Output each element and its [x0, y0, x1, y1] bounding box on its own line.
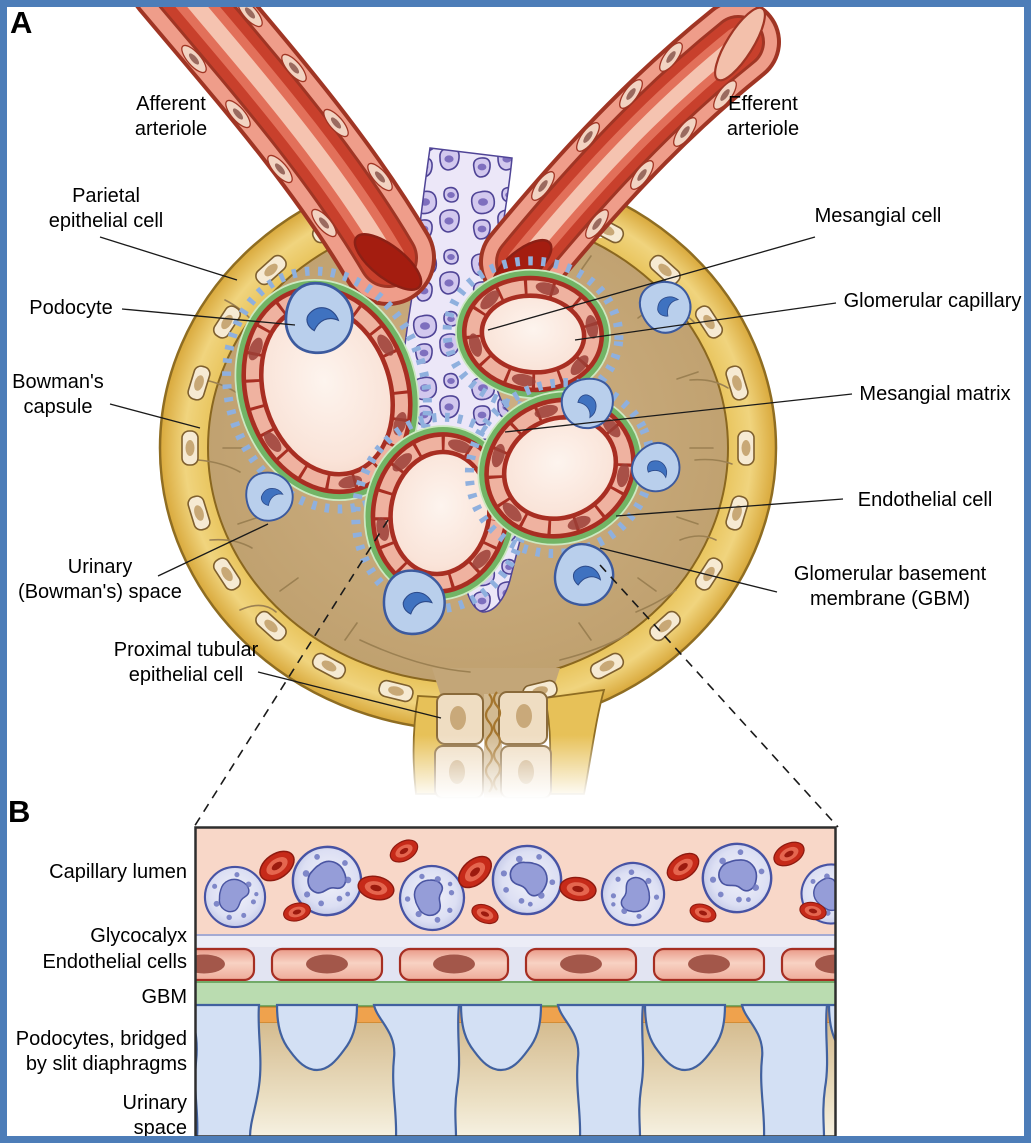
- podocyte-cell: [284, 281, 354, 355]
- leader-bowmans-capsule: [109, 403, 201, 429]
- gbm-band: [196, 981, 835, 1007]
- efferent-arteriole-illustration: [479, 0, 781, 305]
- label-capillary-lumen: Capillary lumen: [49, 861, 187, 883]
- label-parietal-epithelial-cell: Parietal epithelial cell: [48, 185, 164, 233]
- leader-podocyte: [121, 308, 296, 326]
- leader-endothelial-cell: [615, 498, 844, 517]
- label-endothelial-cells: Endothelial cells: [42, 951, 187, 973]
- leader-proximal-tubule: [257, 671, 442, 719]
- magnification-dashed-line-right: [599, 564, 839, 828]
- label-glycocalyx: Glycocalyx: [90, 925, 187, 947]
- label-afferent-arteriole: Afferent arteriole: [134, 93, 208, 141]
- panel-b-letter: B: [8, 794, 31, 829]
- leader-urinary-space: [157, 523, 269, 577]
- label-mesangial-cell: Mesangial cell: [814, 205, 942, 227]
- label-efferent-arteriole: Efferent arteriole: [726, 93, 800, 141]
- panel-a-letter: A: [10, 5, 33, 40]
- leader-glomerular-capillary: [574, 302, 837, 341]
- label-proximal-tubular-epithelial-cell: Proximal tubular epithelial cell: [113, 639, 259, 687]
- glycocalyx-band: [196, 934, 835, 947]
- filtration-barrier-cross-section: [194, 826, 837, 1138]
- label-podocyte: Podocyte: [29, 297, 113, 319]
- leader-lines: [99, 236, 853, 719]
- white-blood-cell: [491, 844, 563, 916]
- label-bowmans-capsule: Bowman's capsule: [12, 371, 104, 419]
- leader-mesangial-matrix: [504, 393, 853, 433]
- leader-gbm: [599, 547, 778, 593]
- label-glomerular-basement-membrane: Glomerular basement membrane (GBM): [793, 563, 987, 611]
- label-urinary-bowmans-space: Urinary (Bowman's) space: [18, 556, 182, 604]
- white-blood-cell: [203, 865, 267, 929]
- label-podocytes-slit-diaphragms: Podocytes, bridged by slit diaphragms: [15, 1028, 187, 1076]
- afferent-arteriole-illustration: [131, 0, 436, 306]
- magnification-dashed-line-left: [193, 519, 389, 828]
- leader-parietal: [99, 236, 238, 281]
- label-endothelial-cell: Endothelial cell: [857, 489, 993, 511]
- label-urinary-space-b: Urinary space: [122, 1092, 187, 1140]
- label-gbm-band: GBM: [141, 986, 187, 1008]
- endothelial-cells-row: [196, 947, 835, 982]
- leader-mesangial-cell: [487, 236, 816, 331]
- label-mesangial-matrix: Mesangial matrix: [859, 383, 1011, 405]
- podocyte-foot-processes: [196, 1003, 835, 1136]
- label-glomerular-capillary: Glomerular capillary: [843, 290, 1022, 312]
